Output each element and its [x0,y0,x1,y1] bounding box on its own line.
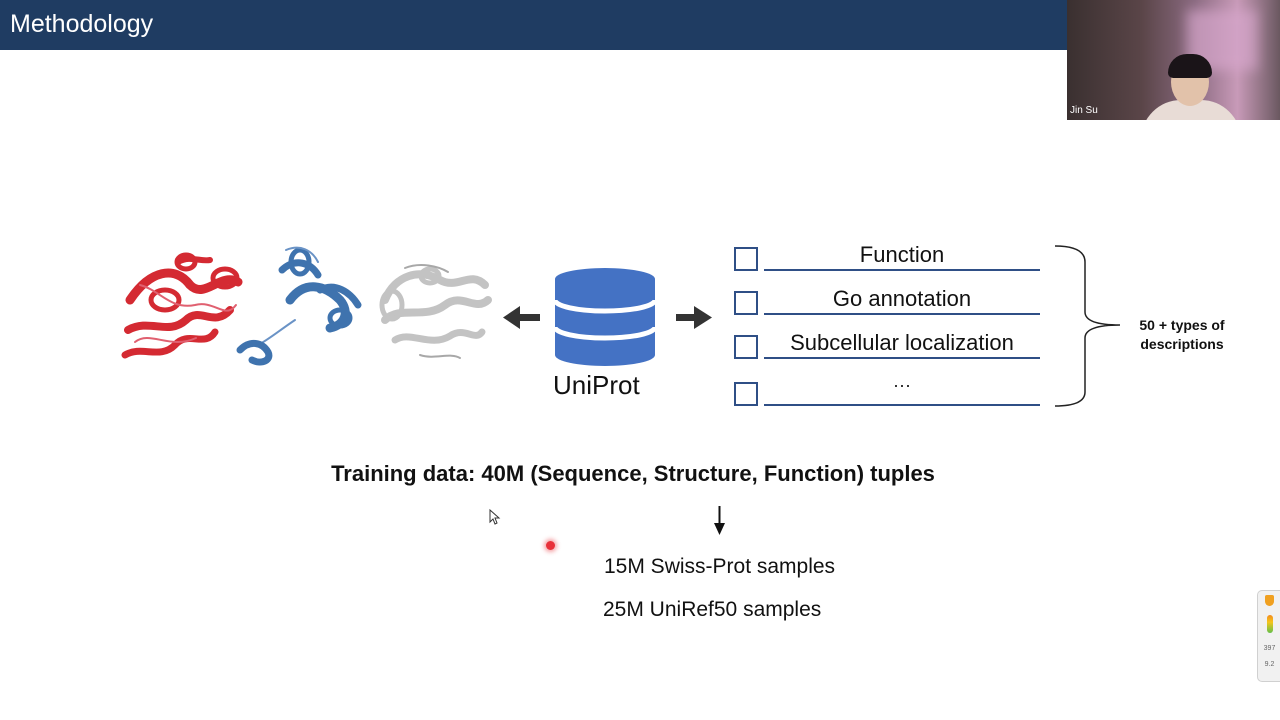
slide-title-bar: Methodology [0,0,1067,50]
widget-stat-top: 397 [1263,645,1276,652]
checkbox-icon [734,247,758,271]
shield-icon[interactable] [1265,595,1274,606]
laser-pointer-dot [546,541,555,550]
description-item-go-annotation: Go annotation [734,285,1044,315]
arrow-down-icon [714,506,725,535]
participant-body [1141,100,1241,120]
curly-brace-icon [1054,245,1121,407]
description-label: ··· [893,375,911,395]
description-types-label: 50 + types of descriptions [1139,317,1225,352]
checkbox-icon [734,335,758,359]
arrow-right-icon [676,306,712,329]
checkbox-icon [734,382,758,406]
description-underline [764,357,1040,359]
description-item-subcellular-localization: Subcellular localization [734,329,1044,359]
slide-title: Methodology [10,10,154,38]
arrow-left-icon [503,306,540,329]
checkbox-icon [734,291,758,315]
description-item-function: Function [734,241,1044,271]
description-underline [764,404,1040,406]
participant-name: Jin Su [1070,105,1098,116]
description-label: Go annotation [832,286,972,311]
description-underline [764,313,1040,315]
protein-structure-blue-icon [236,246,362,366]
description-underline [764,269,1040,271]
uniref50-samples: 25M UniRef50 samples [603,598,822,621]
mouse-cursor-icon [489,508,501,525]
description-label: Function [859,242,945,267]
widget-stat-bottom: 9.2 [1264,661,1275,668]
signal-meter-icon [1267,615,1273,633]
floating-side-widget[interactable]: 397 9.2 [1257,590,1280,682]
training-data-heading: Training data: 40M (Sequence, Structure,… [331,461,935,486]
description-label: Subcellular localization [790,330,1014,355]
participant-video-tile[interactable]: Jin Su [1067,0,1280,120]
description-item-more: ··· [734,375,1044,406]
protein-structure-red-icon [121,252,243,359]
swiss-prot-samples: 15M Swiss-Prot samples [604,555,836,578]
database-icon [552,268,658,366]
protein-structure-gray-icon [379,264,492,359]
participant-hair [1168,54,1212,78]
uniprot-label: UniProt [553,370,640,400]
